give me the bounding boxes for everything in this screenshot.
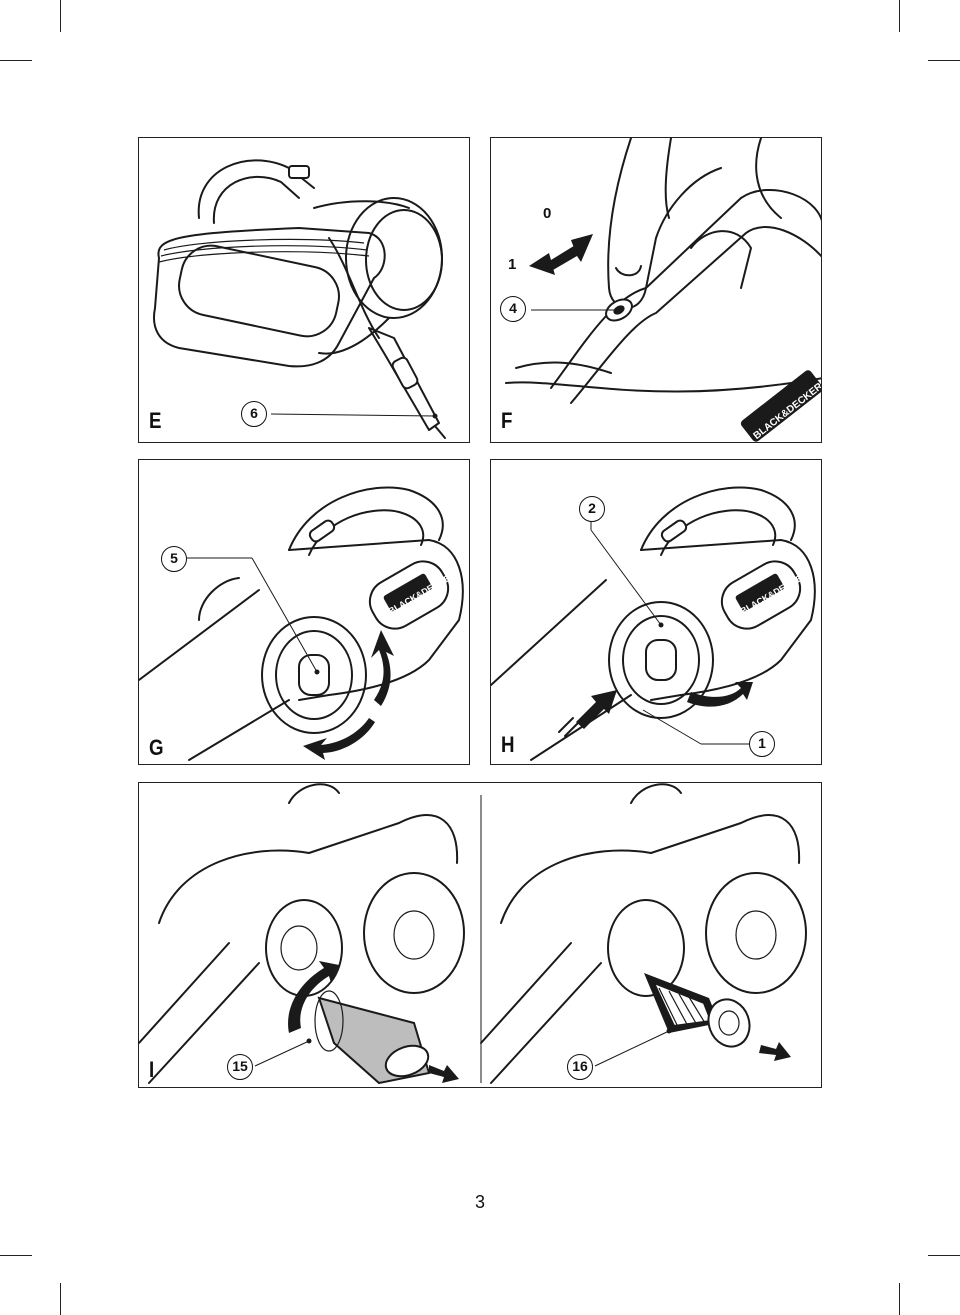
figure-letter: H xyxy=(501,732,515,757)
figure-letter: F xyxy=(501,408,513,433)
crop-mark xyxy=(899,0,900,32)
callout-number: 2 xyxy=(579,496,605,522)
callout-number: 6 xyxy=(241,401,267,427)
crop-mark xyxy=(0,1255,32,1256)
callout-number: 5 xyxy=(161,546,187,572)
page-number: 3 xyxy=(474,1192,485,1212)
callout-number: 1 xyxy=(749,731,775,757)
callout-number: 16 xyxy=(567,1054,593,1080)
figure-panel-e: E 6 xyxy=(138,137,470,443)
nozzle-attach-illustration xyxy=(139,486,464,761)
crop-mark xyxy=(60,0,61,32)
vacuum-cord-wrap-illustration xyxy=(153,159,446,439)
nozzle-release-illustration xyxy=(491,486,816,761)
figure-letter: G xyxy=(149,735,164,760)
figure-letter: E xyxy=(149,408,162,433)
crop-mark xyxy=(928,60,960,61)
switch-operation-illustration xyxy=(505,138,821,442)
switch-on-label: 1 xyxy=(508,256,517,273)
figure-panel-h: 2 1 H BLACK&DECKER xyxy=(490,459,822,765)
crop-mark xyxy=(899,1283,900,1315)
switch-off-label: 0 xyxy=(543,205,552,222)
filter-removal-illustration xyxy=(139,783,807,1085)
callout-number: 15 xyxy=(227,1054,253,1080)
figure-panel-i: I 15 16 xyxy=(138,782,822,1088)
figure-letter: I xyxy=(149,1057,155,1082)
callout-number: 4 xyxy=(500,296,526,322)
figure-panel-g: 5 G BLACK&DECKER xyxy=(138,459,470,765)
figure-panel-f: 0 1 4 F BLACK&DECKER xyxy=(490,137,822,443)
crop-mark xyxy=(60,1283,61,1315)
crop-mark xyxy=(928,1255,960,1256)
crop-mark xyxy=(0,60,32,61)
